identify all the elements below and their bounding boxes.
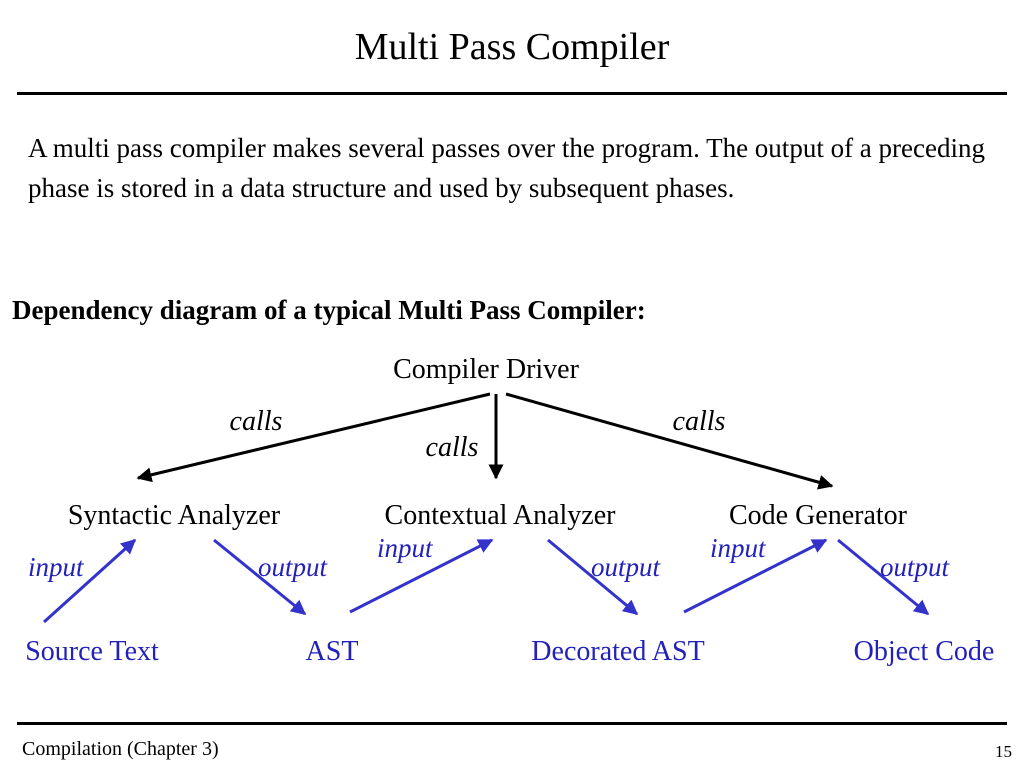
output-label-contextual: output xyxy=(591,552,662,582)
calls-label-syntactic: calls xyxy=(230,406,283,437)
object-code-node: Object Code xyxy=(854,636,995,667)
output-arrow-codegen-to-object xyxy=(837,538,930,616)
input-label-contextual: input xyxy=(377,533,434,563)
intro-paragraph: A multi pass compiler makes several pass… xyxy=(28,133,985,203)
calls-arrow-syntactic xyxy=(136,392,491,483)
syntactic-analyzer-node: Syntactic Analyzer xyxy=(68,500,281,531)
input-arrow-ast-to-contextual xyxy=(349,538,494,614)
calls-arrow-codegen xyxy=(505,392,834,490)
input-label-codegen: input xyxy=(710,533,767,563)
footer-chapter-label: Compilation (Chapter 3) xyxy=(22,738,219,760)
decorated-ast-node: Decorated AST xyxy=(531,636,704,667)
title-divider xyxy=(17,92,1007,95)
page-number: 15 xyxy=(995,742,1012,761)
contextual-analyzer-node: Contextual Analyzer xyxy=(385,500,617,531)
output-label-syntactic: output xyxy=(258,552,329,582)
calls-label-codegen: calls xyxy=(673,406,726,437)
slide-title: Multi Pass Compiler xyxy=(354,26,670,68)
compiler-driver-node: Compiler Driver xyxy=(393,354,580,385)
footer-divider xyxy=(17,722,1007,725)
calls-label-contextual: calls xyxy=(426,432,479,463)
output-label-codegen: output xyxy=(880,552,951,582)
diagram-heading: Dependency diagram of a typical Multi Pa… xyxy=(12,295,646,325)
source-text-node: Source Text xyxy=(25,636,159,667)
input-arrow-decorated-to-codegen xyxy=(683,538,828,614)
input-label-syntactic: input xyxy=(28,552,85,582)
output-arrow-contextual-to-decorated xyxy=(547,538,639,616)
output-arrow-syntactic-to-ast xyxy=(213,538,307,616)
ast-node: AST xyxy=(306,636,359,667)
code-generator-node: Code Generator xyxy=(729,500,908,531)
input-arrow-source-to-syntactic xyxy=(42,538,137,624)
